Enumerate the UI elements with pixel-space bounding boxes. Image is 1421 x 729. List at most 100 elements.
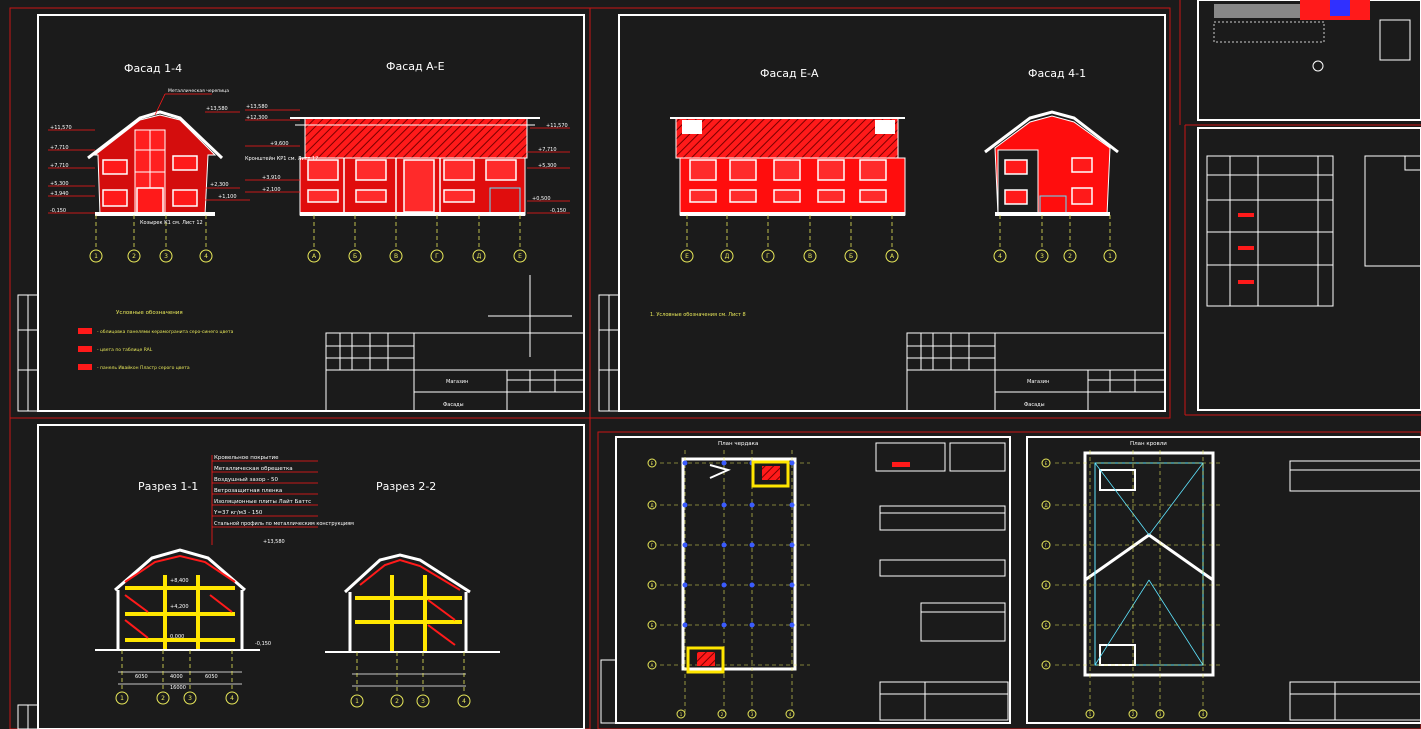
svg-text:В: В [1045, 583, 1048, 588]
svg-text:2: 2 [1068, 253, 1072, 260]
svg-text:1: 1 [94, 253, 98, 260]
svg-text:Воздушный зазор - 50: Воздушный зазор - 50 [214, 476, 278, 483]
sheet-4-roof-plan[interactable]: План кровли Е Д Г В Б А [1026, 436, 1421, 724]
svg-text:В: В [394, 253, 398, 260]
sheet-2-note: 1. Условные обозначения см. Лист 8 [650, 312, 746, 318]
sheet-1-border [37, 14, 585, 412]
svg-text:-0,150: -0,150 [255, 641, 271, 647]
svg-text:+13,580: +13,580 [263, 539, 285, 545]
sheet-frames [9, 0, 1421, 729]
svg-text:4: 4 [789, 712, 792, 717]
svg-text:- панель Ивайкон Пластр серого: - панель Ивайкон Пластр серого цвета [97, 364, 190, 371]
title-facade-1-4: Фасад 1-4 [124, 62, 182, 75]
svg-text:+7,710: +7,710 [538, 147, 557, 153]
sheet-1-facades[interactable]: Фасад 1-4 Фасад А-Е [17, 14, 585, 412]
svg-text:Г: Г [1045, 543, 1048, 548]
svg-text:Е: Е [651, 461, 654, 466]
sheet-1-legend: Условные обозначения - облицовка панелям… [78, 310, 234, 371]
svg-text:3: 3 [164, 253, 168, 260]
svg-text:4: 4 [230, 695, 234, 702]
svg-text:Г: Г [651, 543, 654, 548]
title-section-1-1: Разрез 1-1 [138, 480, 198, 493]
svg-text:+7,710: +7,710 [50, 145, 69, 151]
roof-plan-tables [1289, 460, 1421, 721]
svg-text:Металлическая обрешетка: Металлическая обрешетка [214, 466, 293, 472]
svg-text:Г: Г [435, 253, 439, 260]
svg-text:+1,100: +1,100 [218, 194, 237, 200]
svg-text:А: А [651, 663, 654, 668]
svg-text:+13,580: +13,580 [246, 104, 268, 110]
sheet-3-dims: 6050 4000 6050 16000 +13,580 +8,400 +4,2… [135, 539, 285, 691]
svg-text:Б: Б [849, 253, 853, 260]
attic-plan-title-block [879, 681, 1009, 721]
title-facade-4-1: Фасад 4-1 [1028, 67, 1086, 80]
svg-text:+13,580: +13,580 [206, 106, 228, 112]
sheet-2-side-stamp [598, 294, 620, 412]
facade-a-e-elevation [245, 109, 570, 263]
facade-e-a-elevation [670, 117, 906, 263]
svg-text:4: 4 [1202, 712, 1205, 717]
svg-text:3: 3 [751, 712, 754, 717]
partial-sheet-detail [1197, 0, 1421, 121]
svg-text:3: 3 [188, 695, 192, 702]
sheet-1-axis-labels: 1 2 3 4 А Б В Г Д Е [94, 253, 522, 260]
svg-text:2: 2 [1132, 712, 1135, 717]
svg-text:А: А [1045, 663, 1048, 668]
section-2-2-drawing [325, 553, 500, 708]
title-facade-a-e: Фасад А-Е [386, 60, 445, 73]
title-roof-plan: План кровли [1130, 441, 1167, 447]
svg-text:+2,300: +2,300 [210, 182, 229, 188]
svg-text:- цвета по таблице RAL: - цвета по таблице RAL [97, 347, 153, 353]
svg-text:+11,570: +11,570 [50, 125, 72, 131]
stamp-sheet-name: Фасады [1024, 402, 1045, 408]
svg-text:4: 4 [998, 253, 1002, 260]
sheet-1-title-block [325, 332, 585, 412]
svg-text:1: 1 [1108, 253, 1112, 260]
svg-text:В: В [651, 583, 654, 588]
svg-text:4: 4 [204, 253, 208, 260]
partial-sheet-specification [1197, 127, 1421, 411]
stamp-building-name: Магазин [1027, 379, 1049, 385]
svg-text:0,000: 0,000 [170, 634, 184, 640]
svg-text:Д: Д [725, 253, 730, 260]
svg-text:4000: 4000 [170, 674, 183, 680]
facade-a-e-levels: +13,580 +12,300 +9,600 +3,910 +2,100 +11… [246, 104, 568, 214]
svg-text:2: 2 [132, 253, 136, 260]
svg-text:3: 3 [421, 698, 425, 705]
roof-layers-callout: Кровельное покрытие Металлическая обреше… [211, 455, 354, 545]
svg-text:- облицовка панелями керамогра: - облицовка панелями керамогранита серо-… [97, 329, 234, 335]
svg-text:Стальной профиль по металличес: Стальной профиль по металлическим констр… [214, 520, 354, 527]
title-attic-plan: План чердака [718, 441, 758, 447]
svg-text:2: 2 [395, 698, 399, 705]
stamp-sheet-name: Фасады [443, 402, 464, 408]
svg-text:+4,200: +4,200 [170, 604, 189, 610]
sheet-2-facades[interactable]: Фасад Е-А Фасад 4-1 [598, 14, 1166, 412]
svg-text:+0,500: +0,500 [532, 196, 551, 202]
facade-1-4-elevation [48, 93, 250, 263]
sheet-3-sections[interactable]: Разрез 1-1 Разрез 2-2 Кровельное покрыти… [17, 424, 585, 729]
svg-text:16000: 16000 [170, 685, 186, 691]
svg-text:Y=37 кг/м3 - 150: Y=37 кг/м3 - 150 [213, 510, 263, 516]
svg-text:+8,400: +8,400 [170, 578, 189, 584]
svg-text:Е: Е [518, 253, 522, 260]
svg-text:Изоляционные плиты Лайт Баттс: Изоляционные плиты Лайт Баттс [214, 498, 311, 505]
svg-text:Б: Б [1045, 623, 1048, 628]
svg-text:1: 1 [120, 695, 124, 702]
svg-text:Б: Б [651, 623, 654, 628]
svg-text:1: 1 [355, 698, 359, 705]
note-bracket-kr1: Кронштейн КР1 см. Лист 12 [245, 155, 318, 162]
svg-text:+12,300: +12,300 [246, 115, 268, 121]
sheet-3-border [37, 424, 585, 729]
svg-text:2: 2 [161, 695, 165, 702]
svg-text:3: 3 [1159, 712, 1162, 717]
svg-text:+3,940: +3,940 [50, 191, 69, 197]
svg-text:1: 1 [1089, 712, 1092, 717]
svg-text:2: 2 [721, 712, 724, 717]
svg-text:+11,570: +11,570 [546, 123, 568, 129]
sheet-2-axis-labels: Е Д Г В Б А 4 3 2 1 [685, 253, 1112, 260]
sheet-4-attic-plan[interactable]: План чердака Е Д Г В [600, 436, 1011, 724]
svg-text:+2,100: +2,100 [262, 187, 281, 193]
svg-text:+9,600: +9,600 [270, 141, 289, 147]
svg-text:-0,150: -0,150 [550, 208, 566, 214]
